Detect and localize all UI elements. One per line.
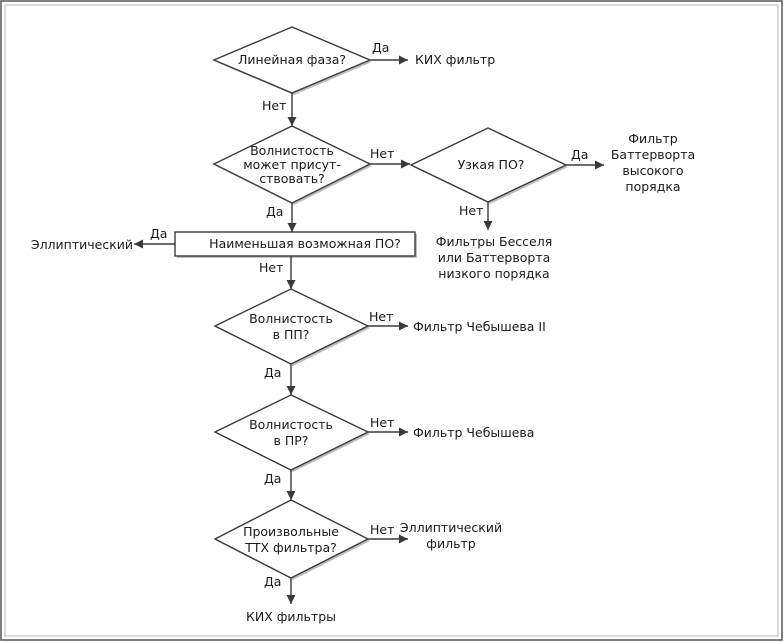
outcome-bessel-butterworth-low: Фильтры Бесселя или Баттерворта низкого … (436, 234, 553, 281)
edge-label-no: Нет (370, 146, 394, 161)
edge-label-yes: Да (264, 471, 281, 486)
outcome-line: низкого порядка (438, 266, 549, 281)
outcome-line: фильтр (426, 536, 475, 551)
process-label: Наименьшая возможная ПО? (209, 236, 401, 251)
edge-label-yes: Да (571, 147, 588, 162)
outcome-butterworth-high: Фильтр Баттерворта высокого порядка (611, 131, 695, 194)
outcome-line: Баттерворта (611, 147, 695, 162)
edge-label-no: Нет (369, 309, 393, 324)
decision-label: Волнистость (249, 417, 333, 432)
edge-label-yes: Да (266, 204, 283, 219)
decision-narrow-passband: Узкая ПО? (409, 127, 568, 204)
edge-label-no: Нет (459, 203, 483, 218)
edge-label-yes: Да (150, 226, 167, 241)
edge-label-yes: Да (264, 574, 281, 589)
decision-label: Узкая ПО? (458, 157, 525, 172)
edge-label-no: Нет (370, 415, 394, 430)
decision-linear-phase: Линейная фаза? (212, 26, 372, 95)
decision-ripple-pr: Волнистость в ПР? (213, 394, 370, 472)
decision-label: ТТХ фильтра? (244, 540, 337, 555)
outcome-line: порядка (625, 179, 680, 194)
outcome-chebyshev: Фильтр Чебышева (413, 425, 534, 440)
decision-label: в ПР? (274, 433, 309, 448)
decision-label: в ПП? (273, 327, 310, 342)
outcome-elliptic-filter: Эллиптический фильтр (400, 520, 502, 551)
outcome-line: Фильтры Бесселя (436, 234, 553, 249)
outcome-fir-filters: КИХ фильтры (246, 609, 336, 624)
diagram-frame-inner (4, 4, 779, 637)
outcome-fir-filter: КИХ фильтр (415, 52, 495, 67)
outcome-chebyshev-ii: Фильтр Чебышева II (413, 319, 546, 334)
decision-ripple-pp: Волнистость в ПП? (213, 288, 370, 366)
decision-label: Волнистость (249, 311, 333, 326)
decision-label: Волнистость (250, 143, 334, 158)
decision-label: может присут- (243, 157, 341, 172)
edge-label-yes: Да (372, 40, 389, 55)
edge-label-no: Нет (259, 260, 283, 275)
decision-label: Произвольные (243, 524, 339, 539)
outcome-line: Фильтр (628, 131, 678, 146)
edge-label-no: Нет (262, 98, 286, 113)
decision-label: Линейная фаза? (238, 52, 346, 67)
edge-label-no: Нет (370, 522, 394, 537)
outcome-line: высокого (622, 163, 683, 178)
decision-label: ствовать? (259, 171, 324, 186)
process-smallest-passband: Наименьшая возможная ПО? (174, 231, 417, 258)
outcome-elliptic: Эллиптический (31, 237, 133, 252)
outcome-line: или Баттерворта (438, 250, 551, 265)
decision-ripple-allowed: Волнистость может присут- ствовать? (212, 125, 372, 205)
edge-label-yes: Да (264, 365, 281, 380)
outcome-line: Эллиптический (400, 520, 502, 535)
